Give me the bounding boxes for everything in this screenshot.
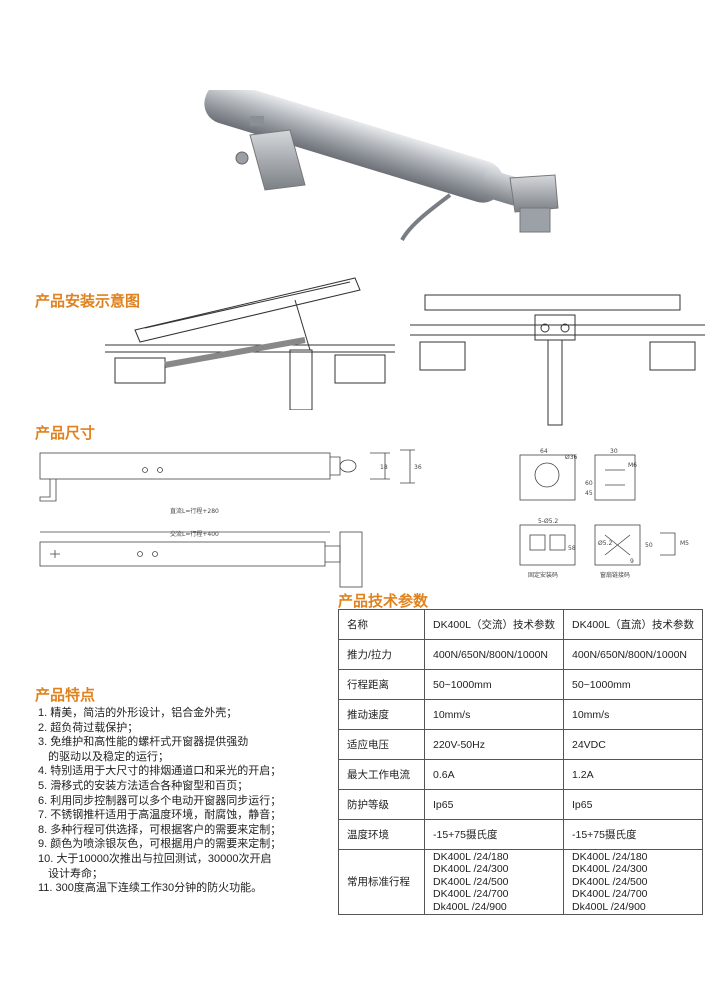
hinge-bracket-caption: 窗扇链接码 <box>600 571 630 579</box>
table-header-cell: DK400L（直流）技术参数 <box>563 609 703 640</box>
list-item: 设计寿命； <box>48 867 103 880</box>
features-section-title: 产品特点 <box>35 687 96 704</box>
install-diagram-side <box>105 277 395 410</box>
bracket-64-label: 64 <box>540 448 548 455</box>
dc-value: Ip65 <box>563 789 703 820</box>
table-row: 常用标准行程 DK400L /24/180 DK400L /24/300 DK4… <box>338 849 703 915</box>
dc-value: 1.2A <box>563 759 703 790</box>
stroke-model: DK400L /24/500 <box>572 875 648 888</box>
bracket-m6-label: M6 <box>628 462 637 469</box>
table-row: 适应电压 220V-50Hz 24VDC <box>338 729 703 760</box>
dc-value: 10mm/s <box>563 699 703 730</box>
list-item: 8. 多种行程可供选择，可根据客户的需要来定制； <box>38 823 282 836</box>
table-row: 推力/拉力 400N/650N/800N/1000N 400N/650N/800… <box>338 639 703 670</box>
list-item: 5. 滑移式的安装方法适合各种窗型和百页； <box>38 779 249 792</box>
ac-value: DK400L /24/180 DK400L /24/300 DK400L /24… <box>424 849 564 915</box>
list-item: 10. 大于10000次推出与拉回测试，30000次开启 <box>38 852 272 865</box>
row-label: 推力/拉力 <box>338 639 425 670</box>
spec-table: 名称 DK400L（交流）技术参数 DK400L（直流）技术参数 推力/拉力 4… <box>338 609 703 915</box>
stroke-model: DK400L /24/700 <box>572 888 648 901</box>
dimension-drawing-ac: 交流L=行程+400 <box>39 530 363 588</box>
list-item: 3. 免维护和高性能的螺杆式开窗器提供强劲 <box>38 736 249 749</box>
table-row: 推动速度 10mm/s 10mm/s <box>338 699 703 730</box>
table-row: 防护等级 Ip65 Ip65 <box>338 789 703 820</box>
stroke-model: DK400L /24/180 <box>572 850 648 863</box>
dimension-drawing-dc: 18 36 直流L=行程+280 <box>39 449 422 515</box>
dc-value: 50~1000mm <box>563 669 703 700</box>
fixed-bracket-caption: 固定安装码 <box>528 571 558 579</box>
row-label: 推动速度 <box>338 699 425 730</box>
list-item: 11. 300度高温下连续工作30分钟的防火功能。 <box>38 882 263 895</box>
row-label: 温度环境 <box>338 819 425 850</box>
ac-value: 10mm/s <box>424 699 564 730</box>
ac-value: 0.6A <box>424 759 564 790</box>
stroke-model: Dk400L /24/900 <box>433 900 507 913</box>
ac-stroke-label: 交流L=行程+400 <box>170 530 219 538</box>
install-diagram-front <box>410 294 705 426</box>
table-row: 行程距离 50~1000mm 50~1000mm <box>338 669 703 700</box>
stroke-model: DK400L /24/300 <box>572 863 648 876</box>
actuator-photo <box>204 90 559 242</box>
dc-value: 24VDC <box>563 729 703 760</box>
table-header-cell: 名称 <box>338 609 425 640</box>
bracket-5d52-label: 5-Ø5.2 <box>538 518 558 525</box>
features-list: 1. 精美，简洁的外形设计，铝合金外壳； 2. 超负荷过载保护； 3. 免维护和… <box>38 706 338 896</box>
install-section-title: 产品安装示意图 <box>35 293 141 310</box>
list-item: 的驱动以及稳定的运行； <box>48 750 169 763</box>
bracket-60-label: 60 <box>585 480 593 487</box>
dc-value: DK400L /24/180 DK400L /24/300 DK400L /24… <box>563 849 703 915</box>
specs-section-title: 产品技术参数 <box>338 593 429 610</box>
stroke-model: DK400L /24/500 <box>433 875 509 888</box>
bracket-m5-label: M5 <box>680 540 689 547</box>
bracket-d52-label: Ø5.2 <box>598 540 612 547</box>
ac-value: Ip65 <box>424 789 564 820</box>
bracket-50-label: 50 <box>645 542 653 549</box>
stroke-model: DK400L /24/300 <box>433 863 509 876</box>
stroke-model: DK400L /24/180 <box>433 850 509 863</box>
bracket-d36-label: Ø36 <box>565 454 578 461</box>
stroke-model: DK400L /24/700 <box>433 888 509 901</box>
ac-value: -15+75摄氏度 <box>424 819 564 850</box>
table-row: 最大工作电流 0.6A 1.2A <box>338 759 703 790</box>
bracket-58-label: 58 <box>568 545 576 552</box>
bracket-9-label: 9 <box>630 558 634 565</box>
dc-value: 400N/650N/800N/1000N <box>563 639 703 670</box>
table-header-row: 名称 DK400L（交流）技术参数 DK400L（直流）技术参数 <box>338 609 703 640</box>
ac-value: 50~1000mm <box>424 669 564 700</box>
list-item: 1. 精美，简洁的外形设计，铝合金外壳； <box>38 707 238 719</box>
bracket-45-label: 45 <box>585 490 593 497</box>
list-item: 6. 利用同步控制器可以多个电动开窗器同步运行； <box>38 794 282 807</box>
row-label: 最大工作电流 <box>338 759 425 790</box>
bracket-30-label: 30 <box>610 448 618 455</box>
list-item: 9. 颜色为喷涂银灰色，可根据用户的需要来定制； <box>38 838 282 851</box>
list-item: 7. 不锈钢推杆适用于高温度环境，耐腐蚀，静音； <box>38 809 282 822</box>
stroke-model: Dk400L /24/900 <box>572 900 646 913</box>
table-row: 温度环境 -15+75摄氏度 -15+75摄氏度 <box>338 819 703 850</box>
row-label: 常用标准行程 <box>338 849 425 915</box>
row-label: 防护等级 <box>338 789 425 820</box>
dim-36-label: 36 <box>414 464 422 471</box>
list-item: 2. 超负荷过载保护； <box>38 721 139 734</box>
ac-value: 400N/650N/800N/1000N <box>424 639 564 670</box>
row-label: 行程距离 <box>338 669 425 700</box>
row-label: 适应电压 <box>338 729 425 760</box>
dc-stroke-label: 直流L=行程+280 <box>170 507 219 515</box>
dim-18-label: 18 <box>380 464 388 471</box>
dimensions-section-title: 产品尺寸 <box>35 425 96 442</box>
ac-value: 220V-50Hz <box>424 729 564 760</box>
bracket-drawings: 64 Ø36 30 M6 60 45 5-Ø5.2 58 Ø5.2 50 9 M… <box>519 448 689 579</box>
list-item: 4. 特别适用于大尺寸的排烟通道口和采光的开启； <box>38 765 282 778</box>
table-header-cell: DK400L（交流）技术参数 <box>424 609 564 640</box>
dc-value: -15+75摄氏度 <box>563 819 703 850</box>
